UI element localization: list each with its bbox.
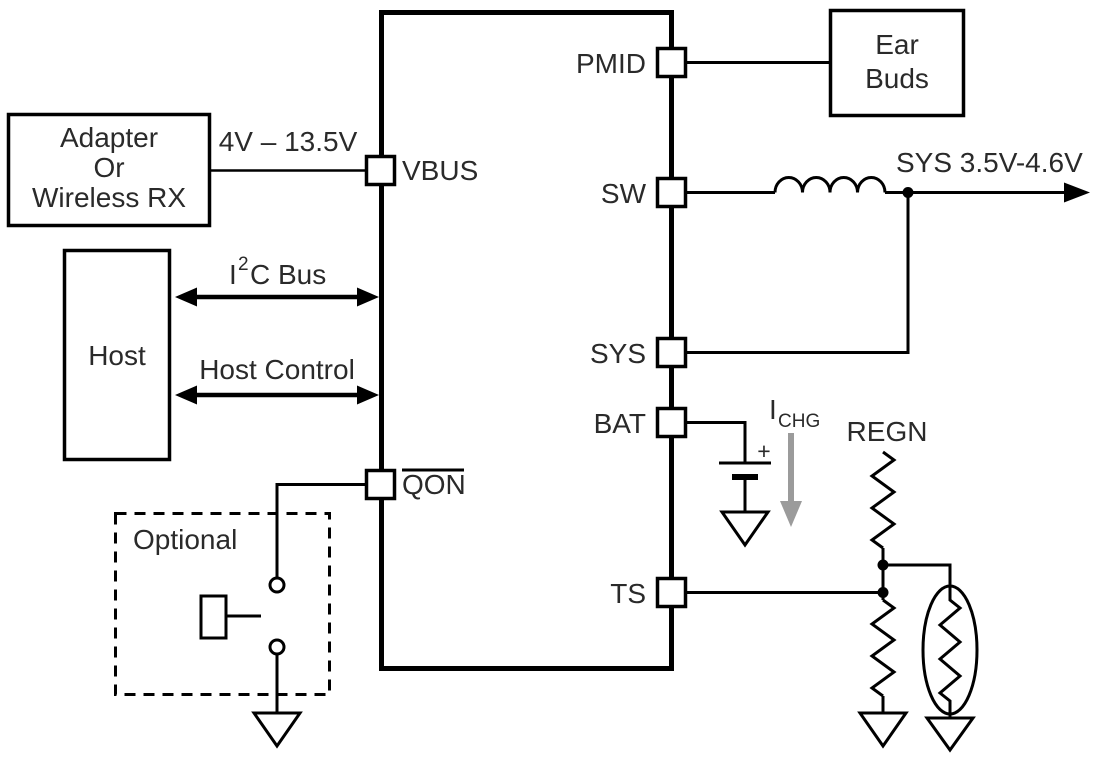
pin-sw: [655, 176, 688, 209]
charger-ic-block: [379, 10, 674, 671]
qon-wire: [275, 483, 367, 578]
sw-sys-circuit: SYS 3.5V-4.6V: [685, 147, 1090, 354]
pin-ts: [655, 576, 688, 609]
bat-wire: [685, 421, 747, 463]
arrowhead-icon: [175, 385, 197, 405]
i2c-label-rest: C Bus: [250, 259, 326, 290]
pin-ts-label: TS: [610, 578, 646, 609]
ic-outline: [379, 10, 674, 671]
battery-icon: [719, 461, 771, 480]
pin-qon: [364, 468, 397, 501]
pin-sw-label: SW: [601, 178, 647, 209]
host-control-label: Host Control: [199, 354, 355, 385]
adapter-line-3: Wireless RX: [32, 182, 186, 213]
adapter-box: [6, 112, 212, 228]
bat-circuit: +: [685, 421, 771, 548]
host-label: Host: [88, 340, 146, 371]
optional-label: Optional: [133, 524, 237, 555]
pin-bat: [655, 406, 688, 439]
pin-qon-label: QON: [402, 469, 466, 500]
resistor-icon: [869, 598, 897, 698]
adapter-block: Adapter Or Wireless RX 4V – 13.5V: [6, 112, 367, 228]
resistor-icon: [869, 450, 897, 550]
host-control-arrow: Host Control: [175, 354, 379, 405]
thermistor-branch-wire: [883, 563, 952, 586]
i2c-label-superscript: 2: [238, 254, 249, 275]
ichg-arrowhead-icon: [780, 501, 802, 527]
pin-sys-label: SYS: [590, 338, 646, 369]
earbuds-line-2: Buds: [865, 63, 929, 94]
switch-contact-bottom: [268, 638, 286, 656]
arrowhead-icon: [175, 287, 197, 307]
optional-dashed-box: [114, 512, 331, 696]
sys-feedback-wire: [685, 192, 910, 354]
battery-plus-label: +: [757, 438, 770, 464]
pushbutton-icon: [199, 576, 286, 656]
earbuds-box: [828, 8, 966, 118]
regn-ts-circuit: REGN: [685, 416, 979, 753]
ground-icon: [719, 510, 771, 548]
ground-icon: [251, 711, 303, 749]
junction-dot: [877, 559, 889, 571]
i2c-label-main: I: [229, 259, 237, 290]
pin-pmid-label: PMID: [576, 48, 646, 79]
ground-icon: [857, 711, 909, 749]
sys-output-label: SYS 3.5V-4.6V: [896, 147, 1083, 178]
switch-contact-top: [268, 576, 286, 594]
adapter-line-2: Or: [93, 152, 124, 183]
pin-sys: [655, 336, 688, 369]
arrowhead-icon: [357, 287, 379, 307]
ground-icon: [924, 716, 976, 753]
thermistor-icon: [921, 584, 979, 716]
vbus-range-label: 4V – 13.5V: [219, 126, 358, 157]
earbuds-block: Ear Buds: [685, 8, 966, 118]
thermistor-element: [937, 586, 963, 714]
ichg-label-main: I: [769, 394, 777, 425]
inductor-icon: [773, 176, 887, 193]
ichg-label-subscript: CHG: [778, 411, 820, 432]
qon-circuit: Optional: [114, 483, 367, 749]
arrowhead-icon: [1064, 182, 1090, 203]
pin-vbus: [364, 154, 397, 187]
host-block: Host: [62, 248, 172, 462]
junction-dot: [877, 587, 889, 598]
arrowhead-icon: [357, 385, 379, 405]
ichg-annotation: I CHG: [769, 394, 820, 527]
i2c-bus-arrow: I 2 C Bus: [175, 254, 379, 307]
adapter-line-1: Adapter: [60, 122, 158, 153]
pushbutton-cap: [199, 594, 228, 640]
ic-pins: VBUS QON PMID SW SYS BAT TS: [364, 46, 688, 609]
host-box: [62, 248, 172, 462]
pin-vbus-label: VBUS: [402, 155, 478, 186]
pin-bat-label: BAT: [594, 408, 646, 439]
pin-pmid: [655, 46, 688, 79]
regn-label: REGN: [847, 416, 928, 447]
earbuds-line-1: Ear: [875, 29, 919, 60]
